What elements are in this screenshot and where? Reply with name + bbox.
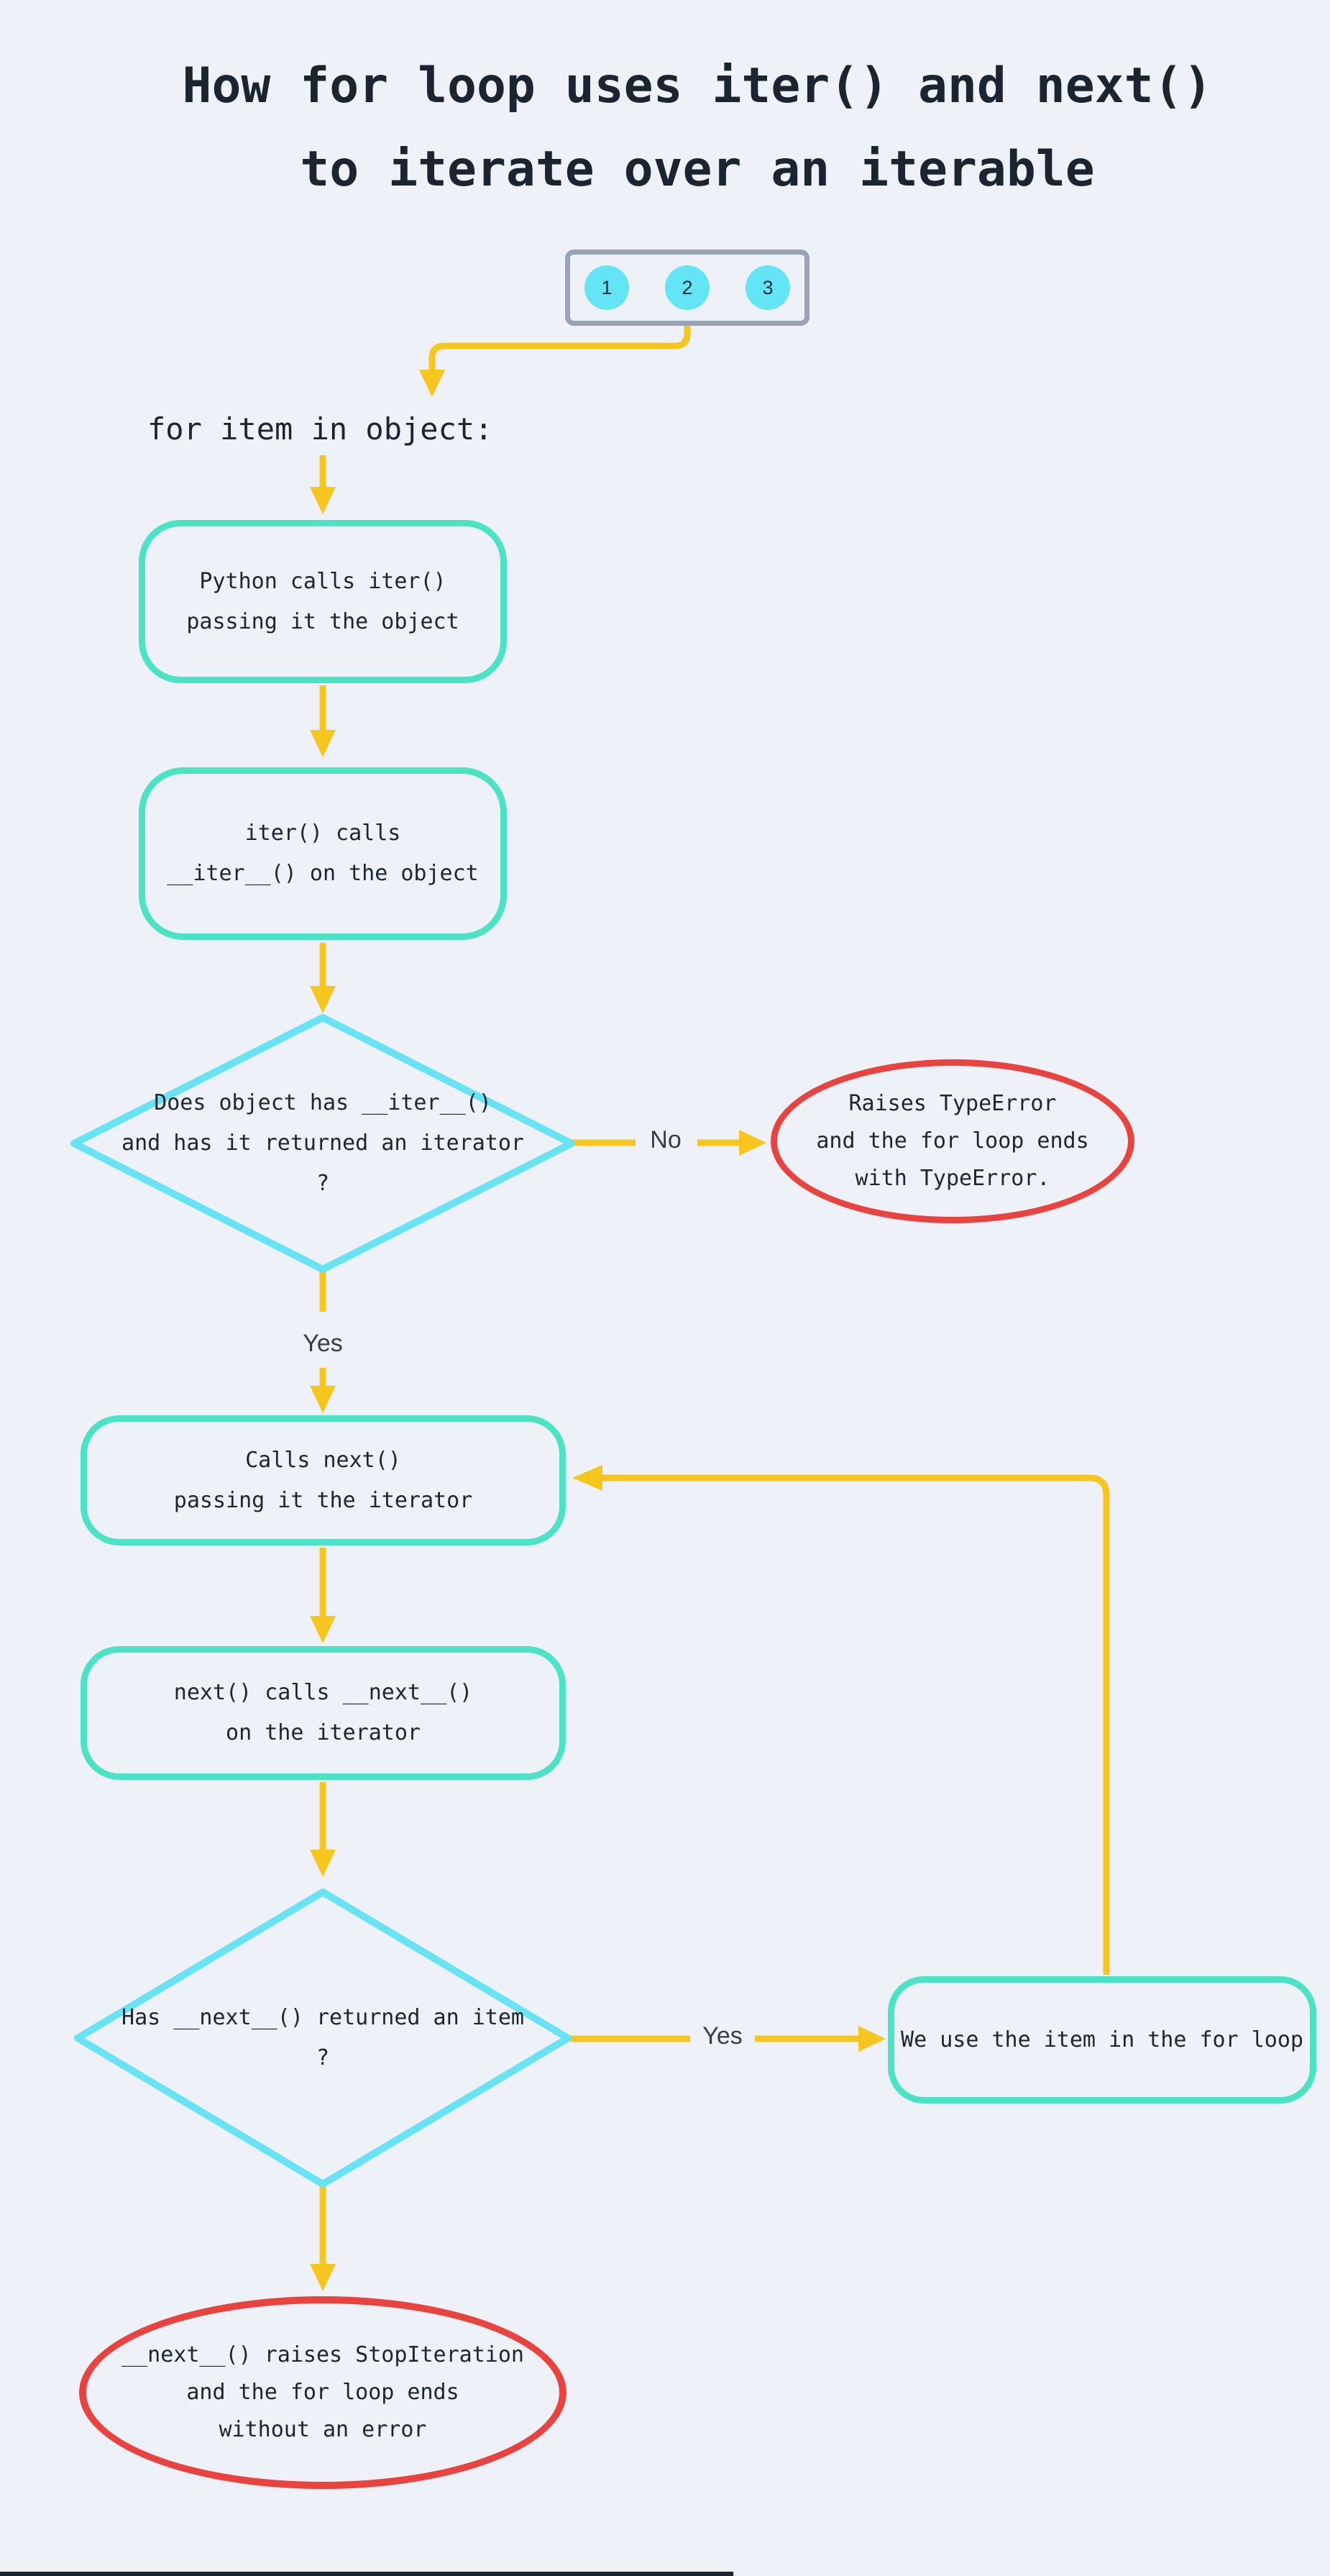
- node-text-line: iter() calls: [244, 821, 401, 846]
- decision-has-iter-shape: [70, 1014, 575, 1273]
- edge-label-no: No: [650, 1126, 682, 1154]
- decision-returned-item-text: Has __next__() returned an item ?: [72, 1886, 574, 2190]
- node-iter-calls-dunder-iter: iter() calls __iter__() on the object: [139, 767, 507, 940]
- arrowhead-down-icon: [310, 1616, 336, 1643]
- arrowhead-down-icon: [419, 370, 445, 397]
- decision-text-line: Has __next__() returned an item: [121, 2005, 524, 2030]
- node-raises-typeerror: Raises TypeError and the for loop ends w…: [771, 1059, 1134, 1223]
- node-text-line: passing it the iterator: [173, 1487, 473, 1513]
- decision-text-line: ?: [316, 2045, 330, 2070]
- node-text-line: We use the item in the for loop: [901, 2027, 1303, 2052]
- decision-has-iter-text: Does object has __iter__() and has it re…: [68, 1012, 577, 1275]
- arrowhead-down-icon: [310, 1386, 336, 1413]
- arrowhead-down-icon: [310, 730, 336, 757]
- sequence-item-label: 1: [601, 276, 613, 298]
- connector-decision2-yes-to-use-item: [571, 2026, 886, 2052]
- node-text-line: Python calls iter(): [199, 568, 446, 594]
- connector-step1-to-step2: [310, 685, 336, 757]
- connector-decision2-to-error2: [310, 2186, 336, 2291]
- node-python-calls-iter: Python calls iter() passing it the objec…: [139, 520, 507, 683]
- sequence-item-label: 2: [682, 276, 693, 298]
- node-text-line: on the iterator: [226, 1720, 421, 1745]
- page-title: How for loop uses iter() and next() to i…: [32, 45, 1330, 211]
- connector-step2-to-decision1: [310, 943, 336, 1013]
- node-text-line: passing it the object: [186, 608, 459, 634]
- connector-step4-to-decision2: [310, 1782, 336, 1877]
- connector-decision1-no-to-error1: [571, 1130, 766, 1156]
- node-text-line: next() calls __next__(): [173, 1680, 473, 1705]
- decision-text-line: Does object has __iter__(): [154, 1090, 492, 1115]
- decision-text-line: ?: [316, 1171, 330, 1196]
- node-text-line: Raises TypeError: [848, 1091, 1057, 1116]
- connector-use-item-loopback-to-step3: [572, 1465, 1110, 1975]
- arrowhead-down-icon: [310, 2264, 336, 2291]
- node-text-line: Calls next(): [245, 1447, 401, 1473]
- edge-label-yes-item: Yes: [702, 2022, 743, 2050]
- arrowhead-left-icon: [572, 1465, 602, 1491]
- node-text-line: and the for loop ends: [186, 2380, 459, 2405]
- connector-code-to-step1: [310, 455, 336, 514]
- sequence-item-circle: 2: [665, 265, 710, 310]
- decision-returned-item-shape: [74, 1888, 572, 2188]
- decision-text-line: and has it returned an iterator: [121, 1131, 524, 1156]
- node-text-line: without an error: [219, 2417, 427, 2442]
- sequence-item-label: 3: [762, 276, 774, 298]
- node-next-calls-dunder-next: next() calls __next__() on the iterator: [81, 1646, 566, 1780]
- sequence-item-circle: 3: [746, 265, 790, 310]
- arrowhead-down-icon: [310, 1850, 336, 1877]
- bottom-edge-bar: [0, 2572, 733, 2576]
- arrowhead-down-icon: [310, 487, 336, 514]
- node-text-line: __iter__() on the object: [167, 861, 479, 886]
- for-loop-code-label: for item in object:: [147, 411, 493, 447]
- node-text-line: and the for loop ends: [816, 1128, 1089, 1154]
- node-raises-stopiteration: __next__() raises StopIteration and the …: [79, 2296, 567, 2489]
- connector-step3-to-step4: [310, 1548, 336, 1643]
- connector-sequence-to-code: [419, 325, 691, 397]
- iterable-sequence-box: 1 2 3: [565, 250, 810, 326]
- node-use-item: We use the item in the for loop: [888, 1976, 1316, 2104]
- arrowhead-down-icon: [310, 986, 336, 1013]
- arrowhead-right-icon: [739, 1130, 766, 1156]
- arrowhead-right-icon: [858, 2026, 886, 2052]
- sequence-item-circle: 1: [584, 265, 629, 310]
- edge-label-yes-iterator: Yes: [303, 1330, 343, 1357]
- connector-decision1-yes-to-step3: [310, 1271, 336, 1413]
- page-title-line1: How for loop uses iter() and next(): [182, 58, 1213, 114]
- node-calls-next: Calls next() passing it the iterator: [81, 1415, 566, 1545]
- node-text-line: with TypeError.: [855, 1166, 1050, 1191]
- node-text-line: __next__() raises StopIteration: [121, 2342, 524, 2367]
- page-title-line2: to iterate over an iterable: [300, 141, 1095, 198]
